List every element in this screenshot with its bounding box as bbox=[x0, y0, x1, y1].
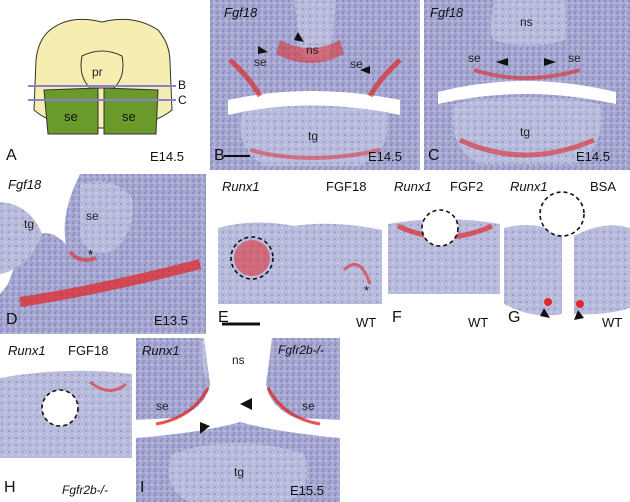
panel-f: Runx1 FGF2 F WT bbox=[388, 174, 500, 334]
stage-label-a: E14.5 bbox=[150, 149, 184, 164]
panel-e: Runx1 FGF18 * E WT bbox=[214, 174, 386, 334]
panel-letter-c: C bbox=[428, 147, 440, 164]
panel-b: Fgf18 se ns se tg B E14.5 bbox=[210, 0, 420, 170]
label-se-right: se bbox=[122, 109, 136, 124]
label-tg-d: tg bbox=[24, 217, 35, 231]
treatment-label-g: BSA bbox=[590, 179, 617, 194]
label-se-d: se bbox=[86, 209, 99, 223]
label-se-left: se bbox=[64, 109, 78, 124]
label-tg-b: tg bbox=[308, 129, 319, 143]
stage-label-d: E13.5 bbox=[154, 313, 188, 328]
genotype-label-h: Fgfr2b-/- bbox=[62, 483, 109, 497]
panel-letter-h: H bbox=[4, 479, 16, 496]
panel-letter-i: I bbox=[140, 479, 145, 496]
gene-label-i: Runx1 bbox=[142, 343, 180, 358]
label-ns-i: ns bbox=[232, 353, 245, 367]
line-label-b: B bbox=[178, 78, 187, 92]
stage-label-i: E15.5 bbox=[290, 483, 324, 498]
section-image-i bbox=[136, 338, 340, 502]
gene-label-g: Runx1 bbox=[510, 179, 548, 194]
genotype-label-e: WT bbox=[356, 315, 377, 330]
line-label-c: C bbox=[178, 93, 187, 107]
panel-letter-e: E bbox=[218, 309, 229, 326]
panel-letter-f: F bbox=[392, 309, 402, 326]
panel-letter-d: D bbox=[6, 311, 18, 328]
section-image-b bbox=[210, 0, 420, 170]
gene-label-f: Runx1 bbox=[394, 179, 432, 194]
label-se-left-c: se bbox=[468, 51, 481, 65]
asterisk-e: * bbox=[364, 283, 370, 298]
section-image-c bbox=[424, 0, 630, 170]
stage-label-c: E14.5 bbox=[576, 149, 610, 164]
genotype-label-i: Fgfr2b-/- bbox=[278, 343, 325, 357]
genotype-label-f: WT bbox=[468, 315, 489, 330]
section-image-d bbox=[0, 174, 206, 334]
gene-label-c: Fgf18 bbox=[430, 5, 464, 20]
gene-label-h: Runx1 bbox=[8, 343, 46, 358]
gene-label-e: Runx1 bbox=[222, 179, 260, 194]
panel-letter-b: B bbox=[214, 147, 225, 164]
label-se-left-b: se bbox=[254, 55, 267, 69]
explant-image-h bbox=[0, 338, 132, 502]
gene-label-d: Fgf18 bbox=[8, 177, 42, 192]
panel-letter-a: A bbox=[6, 147, 17, 164]
label-se-left-i: se bbox=[156, 399, 169, 413]
genotype-label-g: WT bbox=[602, 315, 623, 330]
label-tg-c: tg bbox=[520, 125, 531, 139]
treatment-label-h: FGF18 bbox=[68, 343, 109, 358]
panel-d: Fgf18 tg se * D E13.5 bbox=[0, 174, 206, 334]
label-se-right-b: se bbox=[350, 57, 363, 71]
label-ns-b: ns bbox=[306, 43, 319, 57]
panel-letter-g: G bbox=[508, 309, 521, 326]
panel-g: Runx1 BSA G WT bbox=[504, 174, 630, 334]
explant-image-g bbox=[504, 174, 630, 334]
panel-h: Runx1 FGF18 H Fgfr2b-/- bbox=[0, 338, 132, 502]
palate-schematic bbox=[28, 18, 176, 135]
panel-c: Fgf18 ns se se tg C E14.5 bbox=[424, 0, 630, 170]
treatment-label-f: FGF2 bbox=[450, 179, 484, 194]
explant-image-f bbox=[388, 174, 500, 334]
label-pr: pr bbox=[92, 65, 103, 79]
label-tg-i: tg bbox=[234, 465, 245, 479]
asterisk-d: * bbox=[88, 247, 94, 262]
treatment-label-e: FGF18 bbox=[326, 179, 367, 194]
gene-label-b: Fgf18 bbox=[224, 5, 258, 20]
stage-label-b: E14.5 bbox=[368, 149, 402, 164]
label-ns-c: ns bbox=[520, 15, 533, 29]
explant-image-e bbox=[214, 174, 386, 334]
panel-i: Runx1 Fgfr2b-/- ns se se tg I E15.5 bbox=[136, 338, 340, 502]
panel-a: pr se se B C A E14.5 bbox=[0, 0, 206, 170]
label-se-right-c: se bbox=[568, 51, 581, 65]
label-se-right-i: se bbox=[302, 399, 315, 413]
